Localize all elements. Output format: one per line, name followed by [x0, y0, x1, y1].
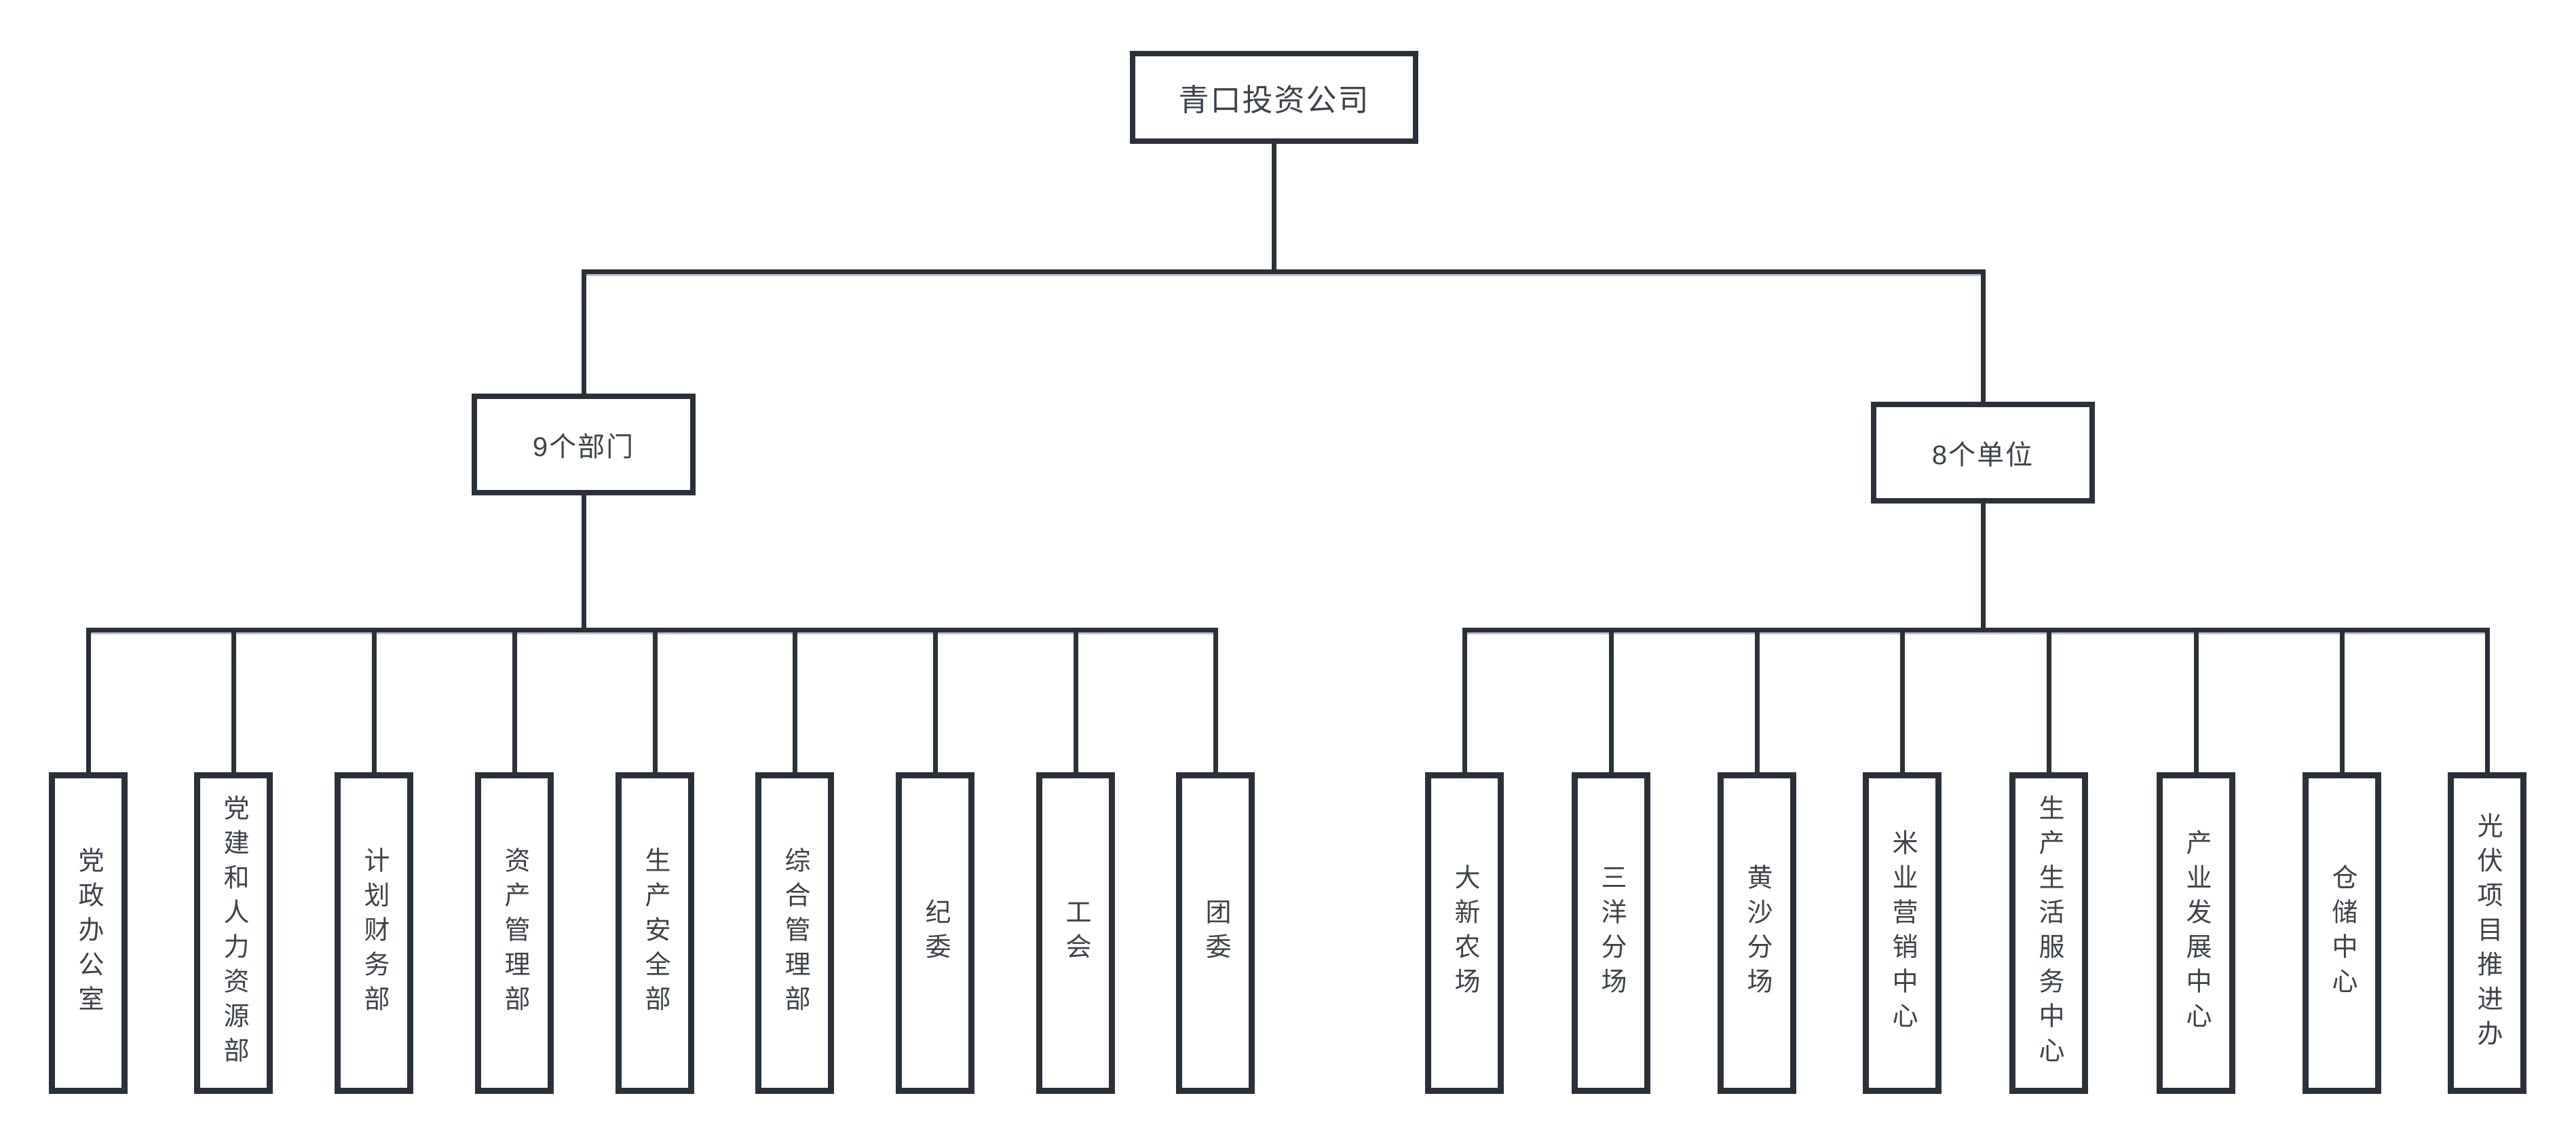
- org-leaf-box: 仓储中心: [2303, 772, 2381, 1094]
- org-leaf-label: 纪委: [921, 898, 949, 968]
- org-leaf-label: 计划财务部: [360, 846, 388, 1020]
- org-leaf-box: 生产安全部: [615, 772, 694, 1094]
- org-leaf-label: 党政办公室: [74, 846, 102, 1020]
- org-root-box: 青口投资公司: [1130, 51, 1418, 144]
- org-leaf-label: 生产生活服务中心: [2034, 795, 2063, 1071]
- connector-line-vertical: [1980, 269, 1986, 402]
- connector-line-vertical: [86, 627, 91, 772]
- connector-line-vertical: [652, 627, 658, 772]
- org-leaf-box: 三洋分场: [1572, 772, 1650, 1094]
- connector-line-vertical: [1462, 627, 1467, 772]
- connector-line-vertical: [1271, 144, 1276, 274]
- org-leaf-label: 生产安全部: [641, 846, 669, 1020]
- org-leaf-label: 米业营销中心: [1888, 829, 1916, 1037]
- org-leaf-label: 党建和人力资源部: [219, 795, 248, 1071]
- org-branch-label: 9个部门: [532, 432, 635, 462]
- org-leaf-label: 资产管理部: [500, 846, 529, 1020]
- connector-line-vertical: [371, 627, 377, 772]
- org-leaf-label: 工会: [1061, 898, 1090, 968]
- org-leaf-box: 团委: [1176, 772, 1255, 1094]
- org-leaf-box: 资产管理部: [475, 772, 554, 1094]
- org-leaf-box: 纪委: [896, 772, 974, 1094]
- org-leaf-box: 黄沙分场: [1718, 772, 1796, 1094]
- org-leaf-label: 综合管理部: [780, 846, 809, 1020]
- org-leaf-label: 仓储中心: [2328, 864, 2356, 1002]
- org-leaf-label: 团委: [1201, 898, 1230, 968]
- org-leaf-box: 计划财务部: [335, 772, 413, 1094]
- connector-line-vertical: [2046, 627, 2051, 772]
- org-branch-label: 8个单位: [1931, 440, 2034, 470]
- connector-line-vertical: [581, 269, 586, 394]
- connector-line-horizontal: [581, 269, 1986, 274]
- org-leaf-label: 三洋分场: [1597, 864, 1625, 1002]
- org-leaf-box: 党政办公室: [49, 772, 128, 1094]
- org-leaf-box: 综合管理部: [755, 772, 834, 1094]
- connector-line-vertical: [932, 627, 938, 772]
- connector-line-vertical: [1073, 627, 1078, 772]
- connector-line-vertical: [1754, 627, 1760, 772]
- connector-line-vertical: [2339, 627, 2345, 772]
- org-leaf-box: 产业发展中心: [2157, 772, 2235, 1094]
- org-leaf-label: 光伏项目推进办: [2473, 812, 2501, 1055]
- org-leaf-box: 生产生活服务中心: [2009, 772, 2088, 1094]
- connector-line-vertical: [1899, 627, 1905, 772]
- org-branch-box: 9个部门: [472, 394, 696, 495]
- connector-line-vertical: [1980, 504, 1986, 632]
- org-root-label: 青口投资公司: [1178, 83, 1370, 117]
- connector-line-vertical: [231, 627, 236, 772]
- connector-line-vertical: [1608, 627, 1614, 772]
- connector-line-horizontal: [1462, 627, 2490, 632]
- org-leaf-box: 光伏项目推进办: [2448, 772, 2526, 1094]
- org-leaf-label: 黄沙分场: [1743, 864, 1771, 1002]
- connector-line-vertical: [2193, 627, 2199, 772]
- org-leaf-box: 米业营销中心: [1863, 772, 1942, 1094]
- org-leaf-box: 工会: [1036, 772, 1115, 1094]
- connector-line-horizontal: [86, 627, 1218, 632]
- org-leaf-label: 大新农场: [1450, 864, 1479, 1002]
- org-leaf-label: 产业发展中心: [2182, 829, 2210, 1037]
- org-leaf-box: 党建和人力资源部: [194, 772, 273, 1094]
- connector-line-vertical: [581, 495, 586, 632]
- connector-line-vertical: [792, 627, 797, 772]
- connector-line-vertical: [1213, 627, 1218, 772]
- connector-line-vertical: [512, 627, 517, 772]
- connector-line-vertical: [2484, 627, 2490, 772]
- org-leaf-box: 大新农场: [1425, 772, 1504, 1094]
- org-branch-box: 8个单位: [1871, 402, 2095, 504]
